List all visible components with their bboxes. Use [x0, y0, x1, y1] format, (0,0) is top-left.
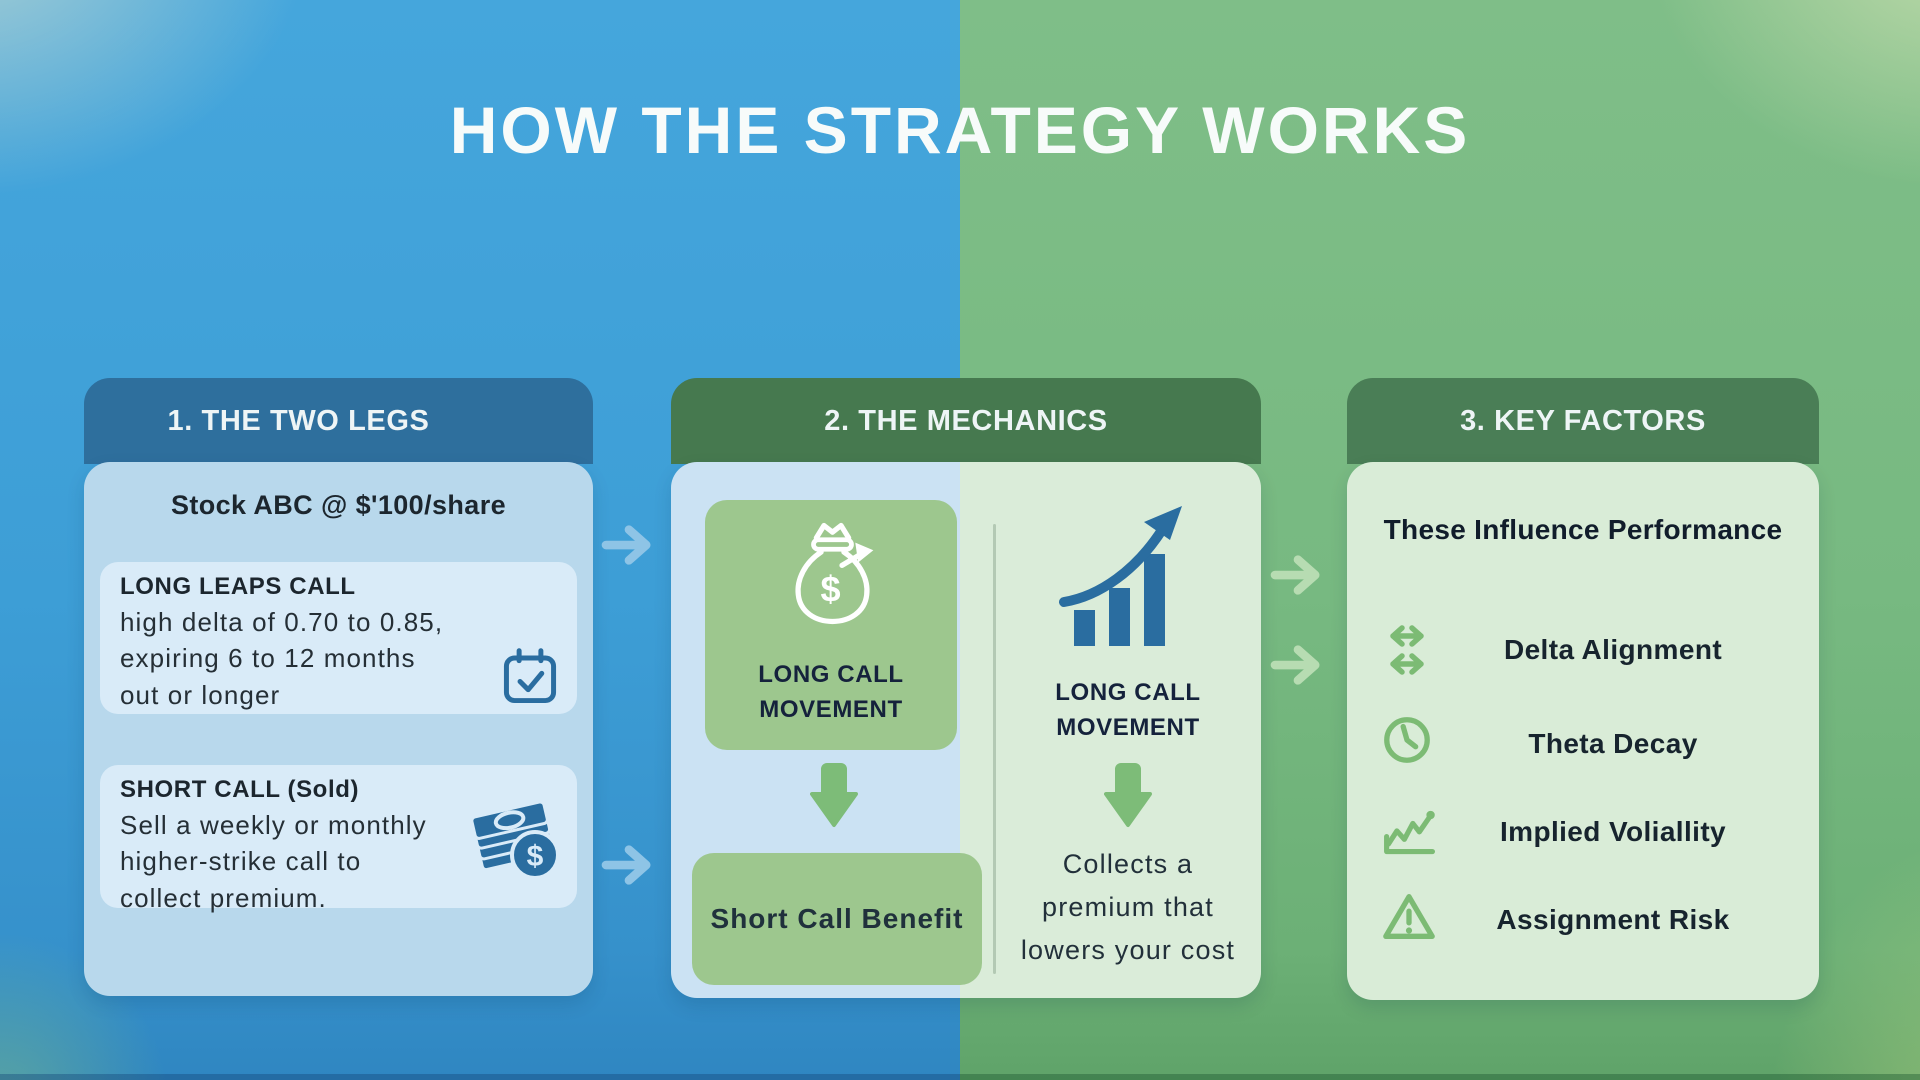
- short-call-benefit-card: Short Call Benefit: [692, 853, 982, 985]
- flow-arrow-right-icon: [1270, 552, 1324, 598]
- factor-row-theta: Theta Decay: [1347, 714, 1819, 774]
- svg-text:$: $: [527, 840, 544, 873]
- bar-chart-growth-icon: [1058, 502, 1190, 654]
- down-arrow-icon: [810, 762, 858, 834]
- volatility-chart-icon: [1381, 802, 1437, 862]
- svg-text:$: $: [821, 569, 841, 610]
- factor-label: Assignment Risk: [1496, 904, 1730, 935]
- short-call-card: SHORT CALL (Sold) Sell a weekly or month…: [100, 765, 577, 913]
- factor-row-assignment-risk: Assignment Risk: [1347, 890, 1819, 950]
- panel-mechanics-body: $ LONG CALL MOVEMENT Short Call Benefit: [671, 462, 1261, 998]
- vertical-divider: [993, 524, 996, 974]
- clock-icon: [1381, 714, 1437, 774]
- calendar-check-icon: [501, 646, 559, 708]
- long-leaps-call-card: LONG LEAPS CALL high delta of 0.70 to 0.…: [100, 562, 577, 714]
- panel-key-factors-body: These Influence Performance Delta Alignm…: [1347, 462, 1819, 1000]
- panel-key-factors-title: 3. KEY FACTORS: [1460, 404, 1706, 437]
- warning-triangle-icon: [1381, 890, 1437, 950]
- flow-arrow-right-icon: [601, 842, 655, 888]
- short-call-benefit-label: Short Call Benefit: [710, 903, 964, 934]
- page-title: HOW THE STRATEGY WORKS: [449, 93, 1471, 167]
- long-leaps-call-text: high delta of 0.70 to 0.85, expiring 6 t…: [120, 607, 444, 710]
- bottom-edge-strip: [0, 1074, 1920, 1080]
- money-stack-icon: $: [469, 793, 565, 885]
- premium-caption: Collects a premium that lowers your cost: [1020, 849, 1236, 966]
- long-call-movement-label-right: LONG CALL MOVEMENT: [1055, 679, 1201, 741]
- panel-two-legs-header: 1. THE TWO LEGS: [84, 378, 593, 464]
- flow-arrow-right-icon: [601, 522, 655, 568]
- panel-two-legs-title: 1. THE TWO LEGS: [167, 404, 430, 437]
- short-call-text: Sell a weekly or monthly higher-strike c…: [120, 810, 427, 913]
- panel-mechanics-header: 2. THE MECHANICS: [671, 378, 1261, 464]
- down-arrow-icon: [1104, 762, 1152, 834]
- money-bag-icon: $: [785, 512, 880, 634]
- factor-row-implied-volatility: Implied Voliallity: [1347, 802, 1819, 862]
- factor-label: Implied Voliallity: [1499, 816, 1727, 847]
- factor-row-delta: Delta Alignment: [1347, 620, 1819, 680]
- panel-mechanics-title: 2. THE MECHANICS: [824, 404, 1108, 437]
- panel-key-factors-header: 3. KEY FACTORS: [1347, 378, 1819, 464]
- factor-label: Delta Alignment: [1503, 634, 1723, 665]
- factor-label: Theta Decay: [1528, 728, 1698, 759]
- panel-two-legs-body: Stock ABC @ $'100/share LONG LEAPS CALL …: [84, 462, 593, 996]
- flow-arrow-right-icon: [1270, 642, 1324, 688]
- stock-line: Stock ABC @ $'100/share: [170, 490, 507, 520]
- long-call-movement-label: LONG CALL MOVEMENT: [758, 661, 904, 724]
- long-call-movement-card: $ LONG CALL MOVEMENT: [705, 500, 957, 750]
- swap-arrows-icon: [1381, 620, 1437, 680]
- long-leaps-call-heading: LONG LEAPS CALL: [120, 573, 356, 600]
- key-factors-subtitle: These Influence Performance: [1383, 514, 1783, 545]
- short-call-heading: SHORT CALL (Sold): [120, 776, 360, 803]
